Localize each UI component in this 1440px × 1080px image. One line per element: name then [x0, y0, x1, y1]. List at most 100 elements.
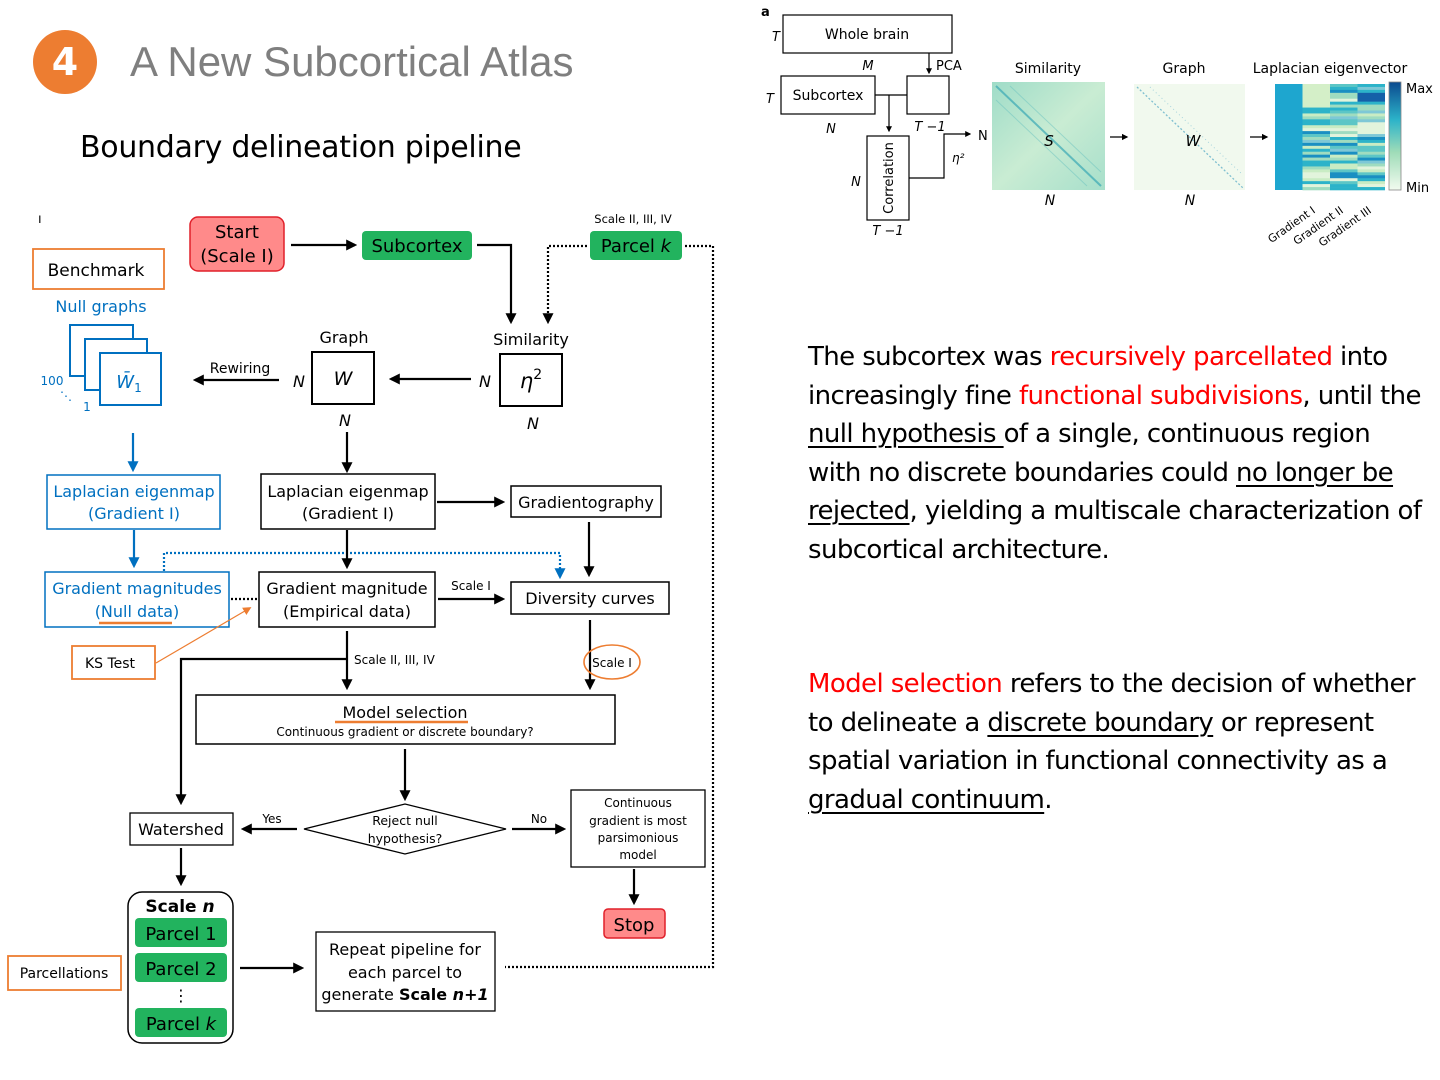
eigenvector-stripe [1357, 160, 1385, 164]
subcortex-node: Subcortex [362, 231, 472, 260]
similarity-heatmap [992, 82, 1105, 190]
eigenvector-stripe [1330, 163, 1358, 167]
eigenvector-stripe [1302, 119, 1330, 123]
continuous-line-4: model [619, 848, 656, 862]
eigenvector-stripe [1330, 184, 1358, 188]
pipeline-flowchart: ı Start (Scale I) Subcortex Scale II, II… [7, 212, 715, 1044]
para1-text: into increasingly fine [808, 342, 1388, 411]
eigenvector-stripe [1302, 157, 1330, 161]
highlight-recursively-parcellated: recursively parcellated [1049, 342, 1333, 372]
eigenvector-stripe [1302, 107, 1330, 111]
ks-test-label: KS Test [85, 656, 136, 672]
watershed-node: Watershed [129, 812, 234, 846]
similarity-symbol: η2 [520, 367, 542, 393]
eigenvector-column-1 [1275, 84, 1303, 190]
graph-dim-row: N [293, 372, 305, 391]
decision-sublabel: hypothesis? [368, 831, 443, 846]
eigenvector-stripe [1302, 101, 1330, 105]
benchmark-label: Benchmark [48, 261, 145, 281]
graph-dim-col: N [339, 411, 351, 430]
fig-similarity-dim: N [1045, 193, 1056, 209]
graph-heatmap [1134, 84, 1245, 190]
correlation-box [866, 135, 910, 221]
eigenvector-stripe [1330, 169, 1358, 173]
parcel-k-scale-label: Scale II, III, IV [594, 212, 672, 226]
gradientography-label: Gradientography [518, 493, 654, 512]
ks-test-annotation-box [71, 645, 156, 680]
eigenvector-stripe [1330, 89, 1358, 94]
eigenvector-stripe [1357, 139, 1385, 144]
parcel-1-label: Parcel 1 [145, 924, 216, 945]
eigenvector-stripe [1330, 131, 1358, 135]
eigenvector-stripe [1302, 142, 1330, 147]
eigenvector-stripe [1330, 119, 1358, 123]
subcortex-dim-t: T [766, 92, 775, 107]
decision-label: Reject null [372, 813, 438, 828]
eigenvector-stripe [1330, 142, 1358, 147]
para2-text: . [1044, 784, 1052, 815]
eigenvector-stripe [1302, 184, 1330, 188]
eigenvector-stripe [1302, 163, 1330, 167]
eigenvector-stripe [1330, 166, 1358, 170]
graph-title: Graph [319, 328, 368, 347]
repeat-line-3: generate Scale n+1 [321, 985, 488, 1004]
gradmag-empirical-label: Gradient magnitude [266, 579, 427, 598]
eigenvector-stripe [1357, 113, 1385, 117]
null-graph-symbol: W̄1 [116, 371, 141, 395]
eigenvector-stripe [1302, 98, 1330, 102]
eigenvector-stripe [1302, 116, 1330, 120]
eigenvector-stripe [1302, 175, 1330, 179]
eigenvector-stripe [1302, 145, 1330, 150]
start-label: Start [215, 222, 259, 243]
null-count-max: 100 [41, 374, 64, 388]
eigenvector-stripe [1357, 119, 1385, 123]
eigenvector-stripe [1302, 131, 1330, 135]
eigenvector-stripe [1330, 178, 1358, 182]
stop-label: Stop [614, 915, 655, 936]
highlight-functional-subdivisions: functional subdivisions [1019, 380, 1303, 411]
model-selection-subtitle: Continuous gradient or discrete boundary… [276, 725, 533, 739]
eigenvector-stripe [1330, 154, 1358, 158]
laplacian-empirical-node: Laplacian eigenmap (Gradient I) [260, 473, 436, 530]
eigenvector-stripe [1357, 86, 1385, 91]
eigenvector-stripe [1302, 154, 1330, 158]
whole-brain-box [782, 14, 953, 54]
gradmag-null-label: Gradient magnitudes [52, 579, 222, 598]
similarity-dim-col: N [527, 414, 539, 433]
null-count-min: 1 [83, 400, 91, 414]
dotted-loop-repeat-to-parcel [505, 244, 715, 969]
subcortex-label: Subcortex [371, 236, 462, 257]
eigenvector-stripe [1357, 92, 1385, 97]
laplacian-empirical-sublabel: (Gradient I) [302, 504, 394, 523]
pca-output-box [906, 75, 950, 115]
repeat-line-2: each parcel to [348, 963, 462, 982]
null-graphs-label: Null graphs [55, 297, 146, 316]
eigenvector-stripe [1302, 169, 1330, 173]
eigenvector-stripe [1330, 122, 1358, 126]
eigenvector-stripe [1357, 166, 1385, 170]
eigenvector-stripe [1357, 131, 1385, 135]
whole-brain-label: Whole brain [825, 27, 909, 43]
parcel-ellipsis: ⋮ [173, 986, 189, 1005]
eigenvector-stripe [1330, 187, 1358, 191]
eigenvector-stripe [1357, 154, 1385, 158]
scale-i-edge-label: Scale I [451, 579, 491, 593]
underline-no-longer-rejected: no longer be rejected [808, 457, 1394, 527]
pca-label: PCA [936, 59, 962, 74]
benchmark-annotation-box [32, 248, 165, 290]
eigenvector-stripe [1330, 98, 1358, 102]
eigenvector-stripe [1302, 134, 1330, 138]
eigenvector-stripe [1357, 95, 1385, 100]
continuous-line-1: Continuous [604, 796, 672, 810]
diversity-curves-node: Diversity curves [510, 581, 670, 615]
diversity-curves-label: Diversity curves [525, 589, 654, 608]
eigenvector-stripe [1302, 160, 1330, 164]
eigenvector-stripe [1302, 166, 1330, 170]
eigenvector-stripe [1330, 157, 1358, 161]
scale-n-title: Scale n [145, 897, 214, 917]
eigenvector-stripe [1357, 110, 1385, 114]
eigenvector-stripe [1357, 104, 1385, 108]
eigenvector-stripe [1330, 104, 1358, 108]
gradientography-node: Gradientography [510, 485, 662, 518]
eigenvector-stripe [1330, 160, 1358, 164]
